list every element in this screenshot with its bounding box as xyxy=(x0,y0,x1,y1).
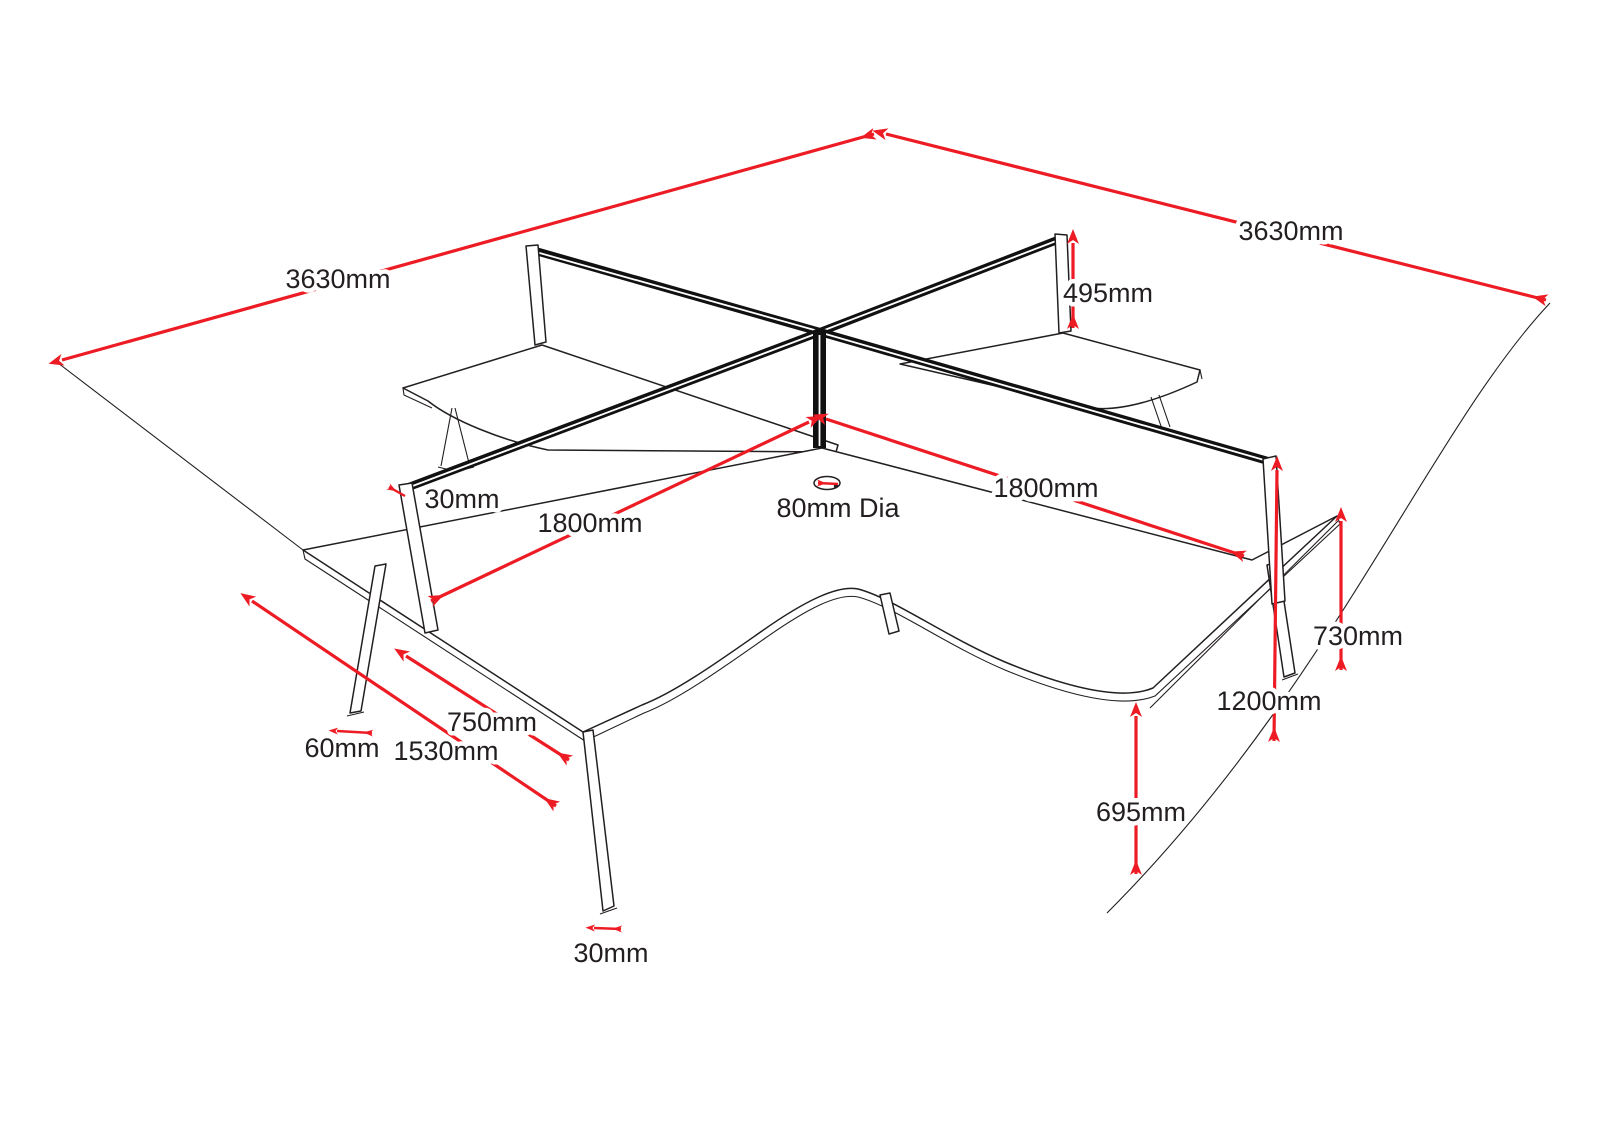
label-footprint-left: 3630mm xyxy=(285,264,390,294)
dim-line-footprint-left xyxy=(48,127,877,366)
floor-outline xyxy=(57,302,1551,914)
screen-top-rear-right-core xyxy=(821,240,1057,332)
label-screen-thickness: 30mm xyxy=(424,484,499,514)
dim-line-1800-left xyxy=(427,416,822,607)
dim-line-footprint-right xyxy=(872,128,1549,307)
dim-line-1200 xyxy=(1267,456,1283,743)
leg-center-rear xyxy=(879,592,900,635)
desk-edge-thickness-curve xyxy=(584,515,1341,742)
dimension-lines xyxy=(48,127,1549,933)
desk-edge-thickness-rearright xyxy=(1199,369,1203,380)
label-screen-total-height: 1200mm xyxy=(1216,686,1321,716)
leg-front-center xyxy=(582,729,615,912)
dim-line-1800-right xyxy=(812,413,1247,563)
label-screen-run-right: 1800mm xyxy=(993,473,1098,503)
label-screen-run-left: 1800mm xyxy=(537,508,642,538)
label-desk-front-edge: 1530mm xyxy=(393,736,498,766)
screen-endpost-rear-left xyxy=(525,244,547,346)
desk-edge-thickness-rearleft xyxy=(402,387,433,409)
label-screen-above-desk: 495mm xyxy=(1063,278,1153,308)
dim-line-30-leg xyxy=(585,924,623,933)
leg-right-outer-foot xyxy=(1281,673,1299,681)
desk-rear-left xyxy=(402,344,839,453)
label-leg-foot-width: 60mm xyxy=(304,733,379,763)
floor-edge-right xyxy=(1106,302,1551,914)
dimension-labels: 3630mm 3630mm 495mm 1800mm 1800mm 80mm D… xyxy=(281,212,1408,973)
screen-top-rear-left-core xyxy=(535,251,819,332)
desk-underside-edge xyxy=(1149,520,1339,709)
floor-edge-left xyxy=(57,362,304,551)
label-floor-to-underside: 695mm xyxy=(1096,797,1186,827)
dim-line-60 xyxy=(328,727,374,737)
dim-line-1530 xyxy=(240,593,561,812)
leg-rear-right-desk xyxy=(1150,394,1171,430)
label-grommet-diameter: 80mm Dia xyxy=(776,493,900,523)
label-desk-height: 730mm xyxy=(1313,621,1403,651)
label-desk-wing-depth: 750mm xyxy=(447,707,537,737)
label-leg-foot-thickness: 30mm xyxy=(573,938,648,968)
dim-line-screen-thickness xyxy=(386,483,406,498)
label-footprint-right: 3630mm xyxy=(1238,216,1343,246)
dim-line-grommet xyxy=(816,479,839,487)
leg-front-center-foot xyxy=(599,907,618,915)
